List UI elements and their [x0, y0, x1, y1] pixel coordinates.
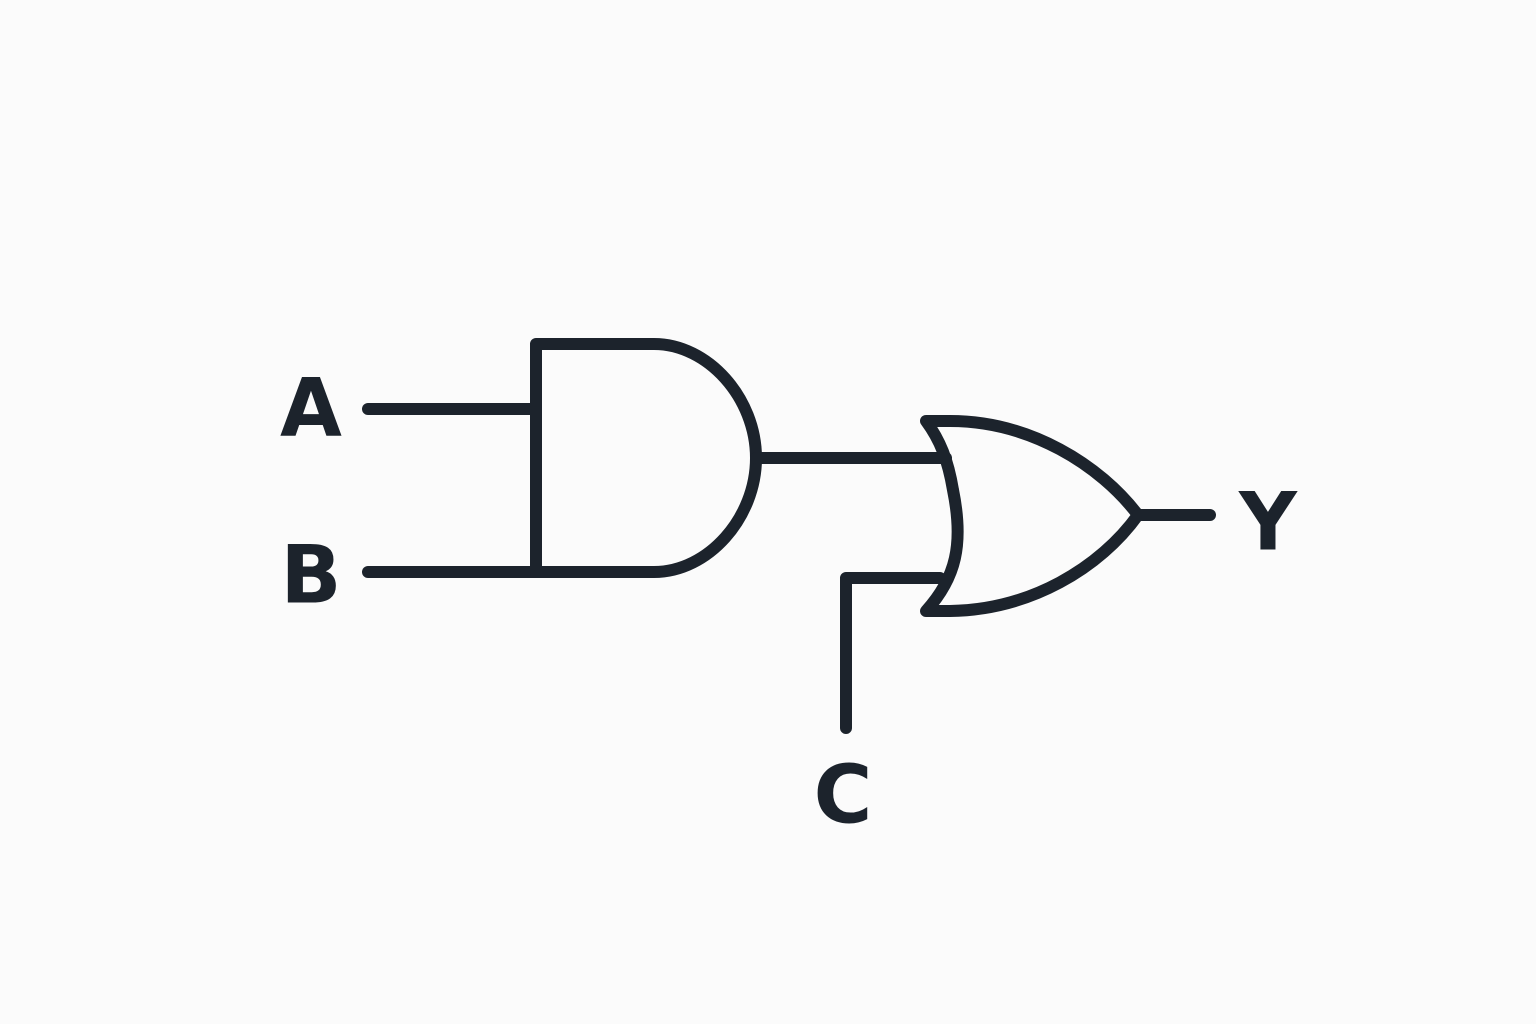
- input-b-label: B: [281, 529, 342, 622]
- input-c-label: C: [814, 749, 873, 842]
- wire-input-c: [840, 572, 946, 734]
- input-a-label: A: [280, 362, 342, 455]
- and-gate: [530, 338, 762, 578]
- output-y-label: Y: [1238, 476, 1298, 569]
- or-gate: [920, 415, 1144, 617]
